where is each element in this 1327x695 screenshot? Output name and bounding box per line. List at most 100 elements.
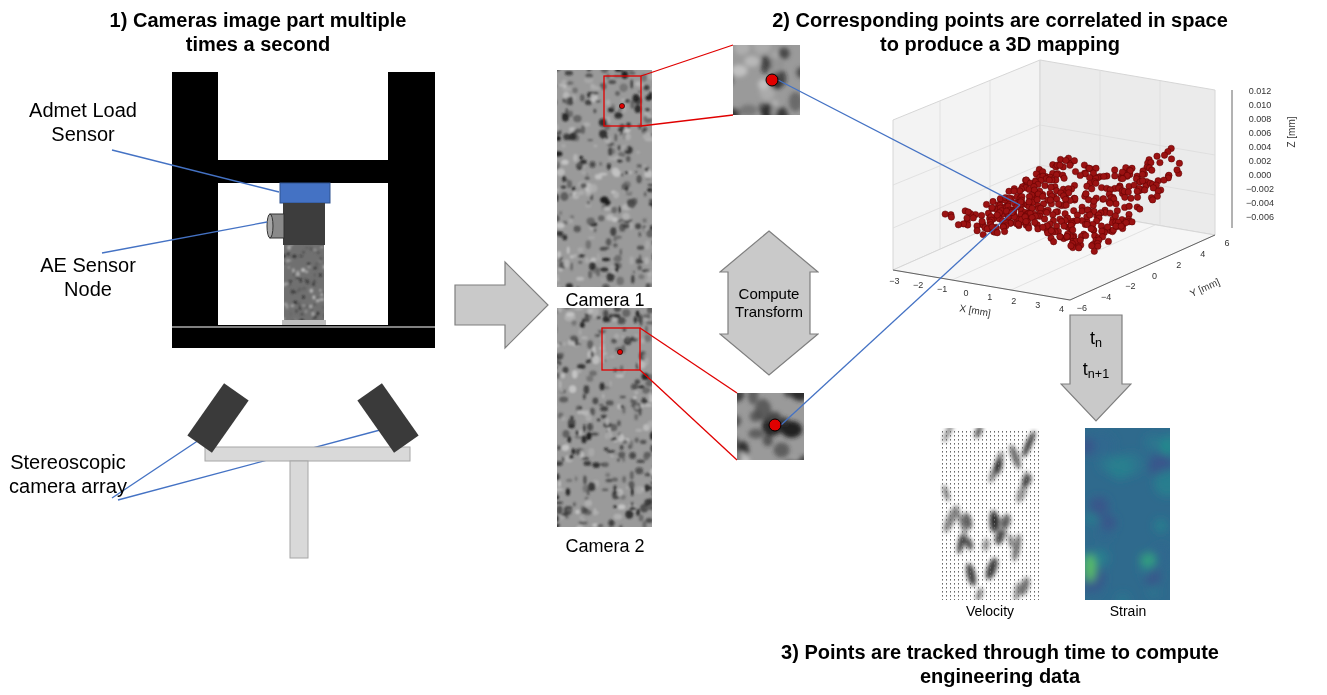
speckle-dot [615,91,620,96]
velocity-vector [998,463,999,465]
speckle-dot [644,192,647,196]
velocity-vector [1002,467,1003,469]
speckle-dot [593,91,599,95]
velocity-vector [970,527,971,529]
velocity-streak [961,512,973,531]
velocity-streak [941,503,962,534]
velocity-vector [1038,487,1039,489]
speckle-dot [620,396,626,399]
velocity-vector [974,499,975,501]
velocity-vector [1014,447,1015,449]
velocity-vector [1026,435,1027,437]
speckle-dot [598,174,602,179]
velocity-vector [974,475,975,477]
velocity-vector [978,531,979,533]
velocity-vector [970,483,971,485]
velocity-vector [1014,515,1015,517]
velocity-vector [998,467,999,469]
velocity-vector [978,503,979,505]
speckle-dot [784,393,793,397]
speckle-dot [582,319,585,322]
speckle-dot [608,157,617,160]
velocity-vector [1026,543,1027,545]
speckle-dot [592,462,600,468]
velocity-vector [1022,491,1023,493]
velocity-vector [946,523,947,525]
velocity-vector [994,507,995,509]
velocity-vector [942,519,943,521]
velocity-vector [998,527,999,529]
speckle-dot [634,317,637,324]
speckle-dot [625,133,631,140]
speckle-dot [606,400,614,405]
speckle-dot [601,415,607,419]
data-point [1100,196,1106,202]
data-point [1161,177,1167,183]
velocity-vector [954,519,955,521]
velocity-vector [1006,447,1007,449]
speckle-dot [595,100,600,103]
velocity-vector [986,471,987,473]
velocity-vector [986,455,987,457]
speckle-dot [585,204,591,208]
speckle-dot [649,199,652,202]
velocity-vector [1014,439,1015,441]
speckle-dot [625,70,633,71]
speckle-dot [305,271,308,273]
speckle-dot [568,425,575,429]
velocity-vector [954,439,955,441]
velocity-vector [1002,515,1003,517]
speckle-dot [638,386,644,389]
data-point [1112,213,1118,219]
velocity-vector [1006,531,1007,533]
velocity-vector [974,471,975,473]
velocity-vector [1030,495,1031,497]
velocity-vector [950,523,951,525]
velocity-vector [942,475,943,477]
velocity-vector [994,447,995,449]
velocity-vector [1026,495,1027,497]
speckle-dot [312,312,315,316]
speckle-dot [618,132,621,135]
speckle-dot [585,418,591,421]
velocity-vector [1010,479,1011,481]
velocity-vector [1034,507,1035,509]
speckle-dot [633,270,636,273]
data-point [955,222,961,228]
velocity-vector [978,479,979,481]
speckle-dot [606,100,610,106]
speckle-dot [306,304,309,308]
velocity-vector [1030,539,1031,541]
speckle-dot [302,305,306,307]
speckle-dot [557,473,560,480]
velocity-vector [958,483,959,485]
speckle-dot [617,459,620,462]
speckle-dot [572,370,578,378]
speckle-dot [288,281,292,283]
velocity-vector [986,539,987,541]
speckle-dot [585,70,588,71]
data-point [1149,197,1155,203]
speckle-dot [557,308,562,312]
velocity-vector [974,495,975,497]
data-point [1032,219,1038,225]
velocity-vector [1018,447,1019,449]
velocity-vector [998,479,999,481]
velocity-vector [1010,475,1011,477]
data-point [964,215,970,221]
velocity-vector [986,463,987,465]
velocity-vector [1026,443,1027,445]
speckle-dot [626,156,631,162]
speckle-dot [631,275,634,284]
speckle-dot [647,184,652,187]
velocity-vector [990,483,991,485]
velocity-vector [954,495,955,497]
velocity-vector [970,443,971,445]
speckle-dot [558,285,560,287]
velocity-vector [1030,523,1031,525]
data-point [1129,219,1135,225]
speckle-dot [561,79,567,85]
velocity-vector [1026,463,1027,465]
velocity-vector [990,439,991,441]
speckle-dot [322,305,324,309]
